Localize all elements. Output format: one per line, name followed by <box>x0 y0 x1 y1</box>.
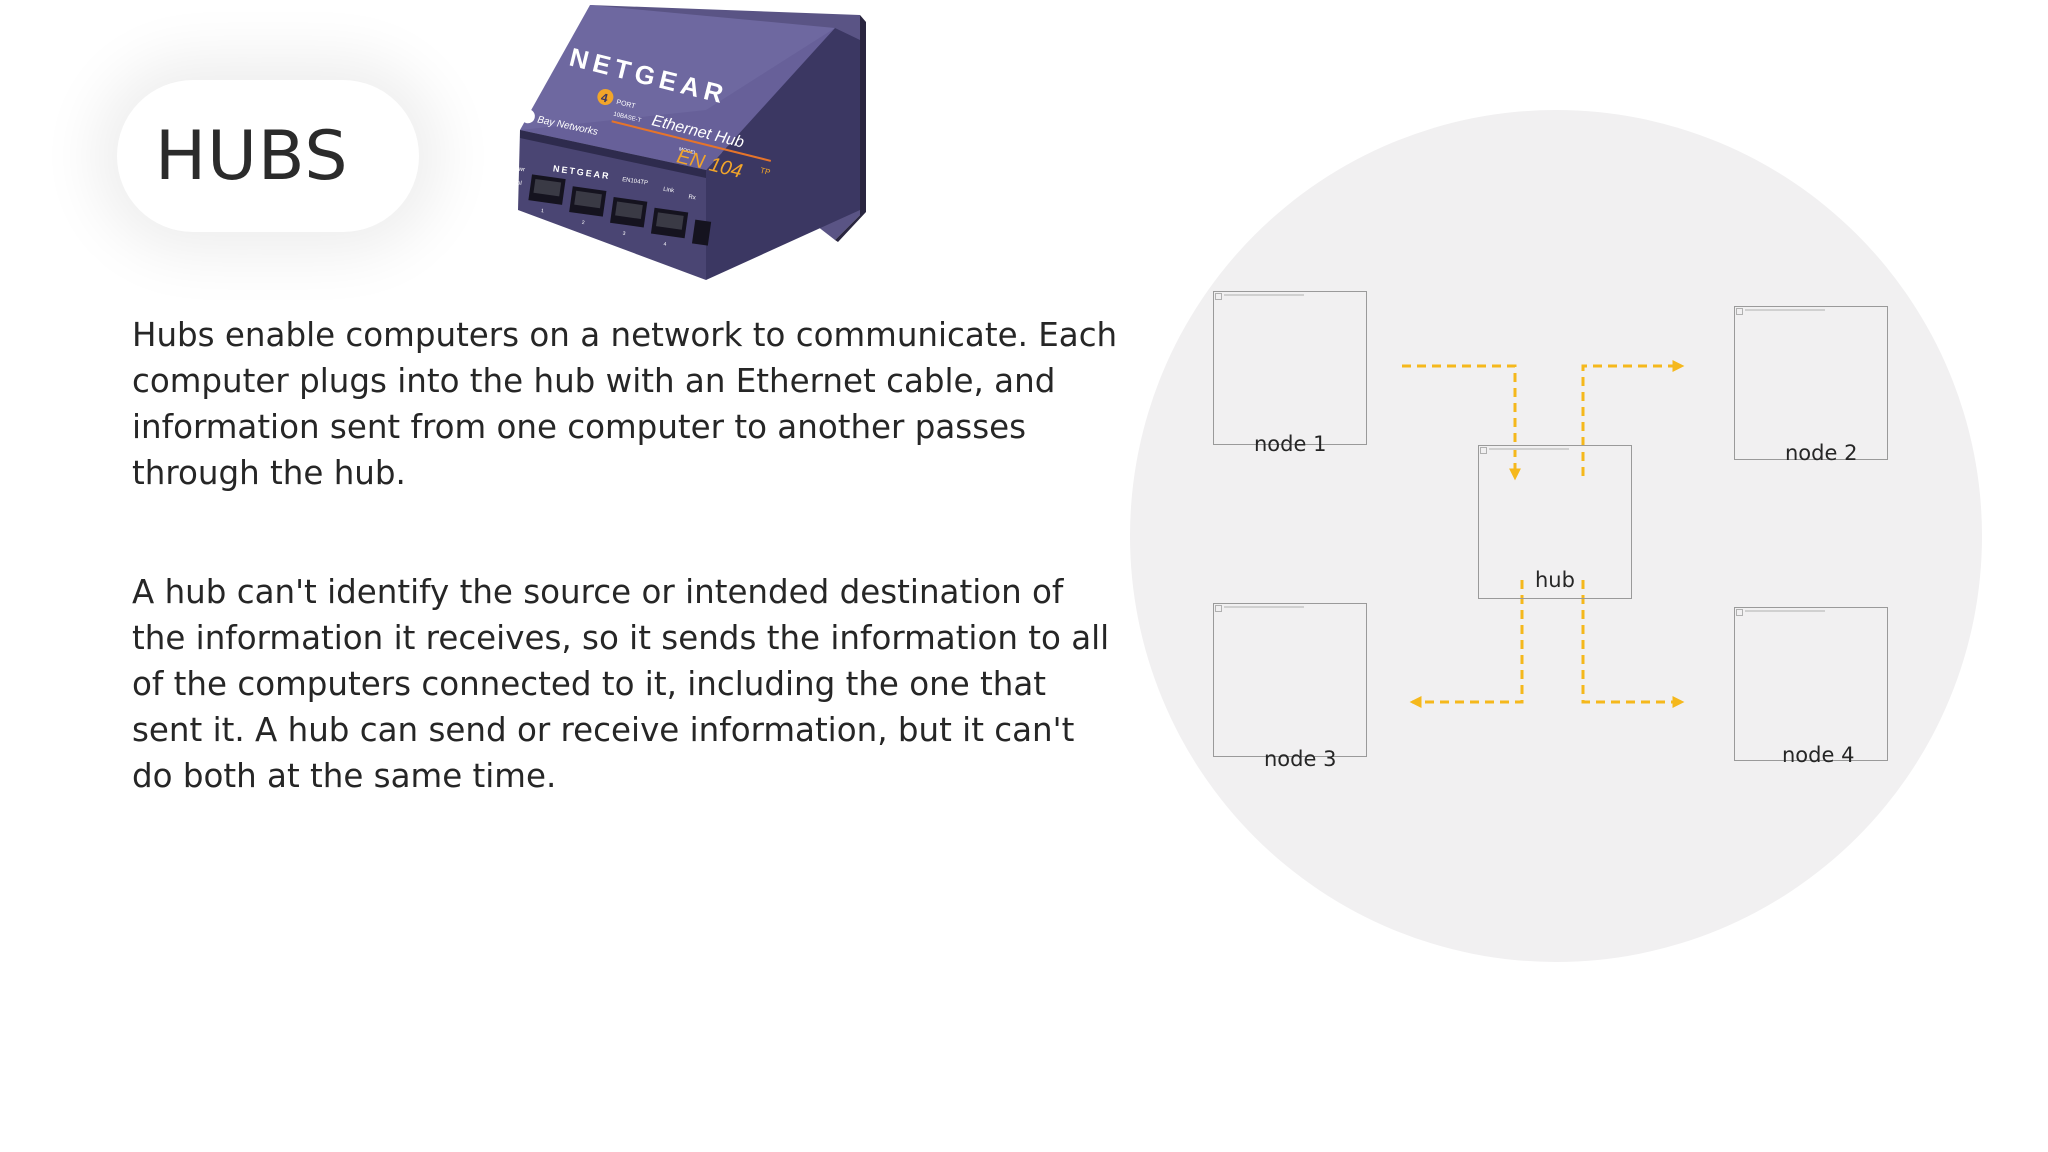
node-1-label: node 1 <box>1254 432 1327 456</box>
node-3-label: node 3 <box>1264 747 1337 771</box>
photo-label-col: Col <box>512 180 522 187</box>
node-4-label: node 4 <box>1782 743 1855 767</box>
slide-title: HUBS <box>155 117 349 196</box>
broken-image-icon <box>1215 605 1222 612</box>
node-1-box <box>1213 291 1367 445</box>
diagram-canvas <box>1130 110 1982 962</box>
paragraph-hubs-intro: Hubs enable computers on a network to co… <box>132 316 1118 492</box>
photo-label-pwr: Pwr <box>514 166 525 173</box>
broken-image-icon <box>1736 308 1743 315</box>
photo-label-rx: Rx <box>688 194 696 201</box>
netgear-hub-photo: NETGEAR 4 PORT 10BASE-T Ethernet Hub MOD… <box>512 0 866 280</box>
photo-model-prefix: MODEL <box>678 146 697 156</box>
placeholder-caption <box>1489 448 1569 450</box>
placeholder-caption <box>1745 610 1825 612</box>
node-3-box <box>1213 603 1367 757</box>
arrow-hub-to-node3 <box>1409 580 1524 708</box>
broken-image-icon <box>1480 447 1487 454</box>
arrow-hub-to-node2 <box>1581 360 1685 476</box>
photo-port-badge: 4 <box>600 90 610 105</box>
photo-port-2: 2 <box>581 220 585 226</box>
node-4-box <box>1734 607 1888 761</box>
photo-model-suffix: TP <box>759 166 771 177</box>
placeholder-caption <box>1745 309 1825 311</box>
background-circle <box>1130 110 1982 962</box>
photo-port-3: 3 <box>622 231 626 237</box>
arrow-node1-to-hub <box>1402 364 1521 481</box>
photo-port-word: PORT <box>616 99 637 111</box>
hub-box <box>1478 445 1632 599</box>
placeholder-caption <box>1224 606 1304 608</box>
photo-front-model: EN104TP <box>622 177 649 187</box>
placeholder-caption <box>1224 294 1304 296</box>
broken-image-icon <box>1736 609 1743 616</box>
hub-label: hub <box>1535 568 1575 592</box>
broken-image-icon <box>1215 293 1222 300</box>
photo-label-link: Link <box>663 187 676 195</box>
node-2-label: node 2 <box>1785 441 1858 465</box>
photo-port-1: 1 <box>541 208 545 214</box>
paragraph-hubs-limits: A hub can't identify the source or inten… <box>132 573 1110 795</box>
photo-port-4: 4 <box>663 241 667 247</box>
arrow-hub-to-node4 <box>1581 580 1685 708</box>
node-2-box <box>1734 306 1888 460</box>
title-pill <box>117 80 419 232</box>
hub-network-diagram: node 1 node 2 hub node 3 node 4 <box>1130 110 1982 962</box>
